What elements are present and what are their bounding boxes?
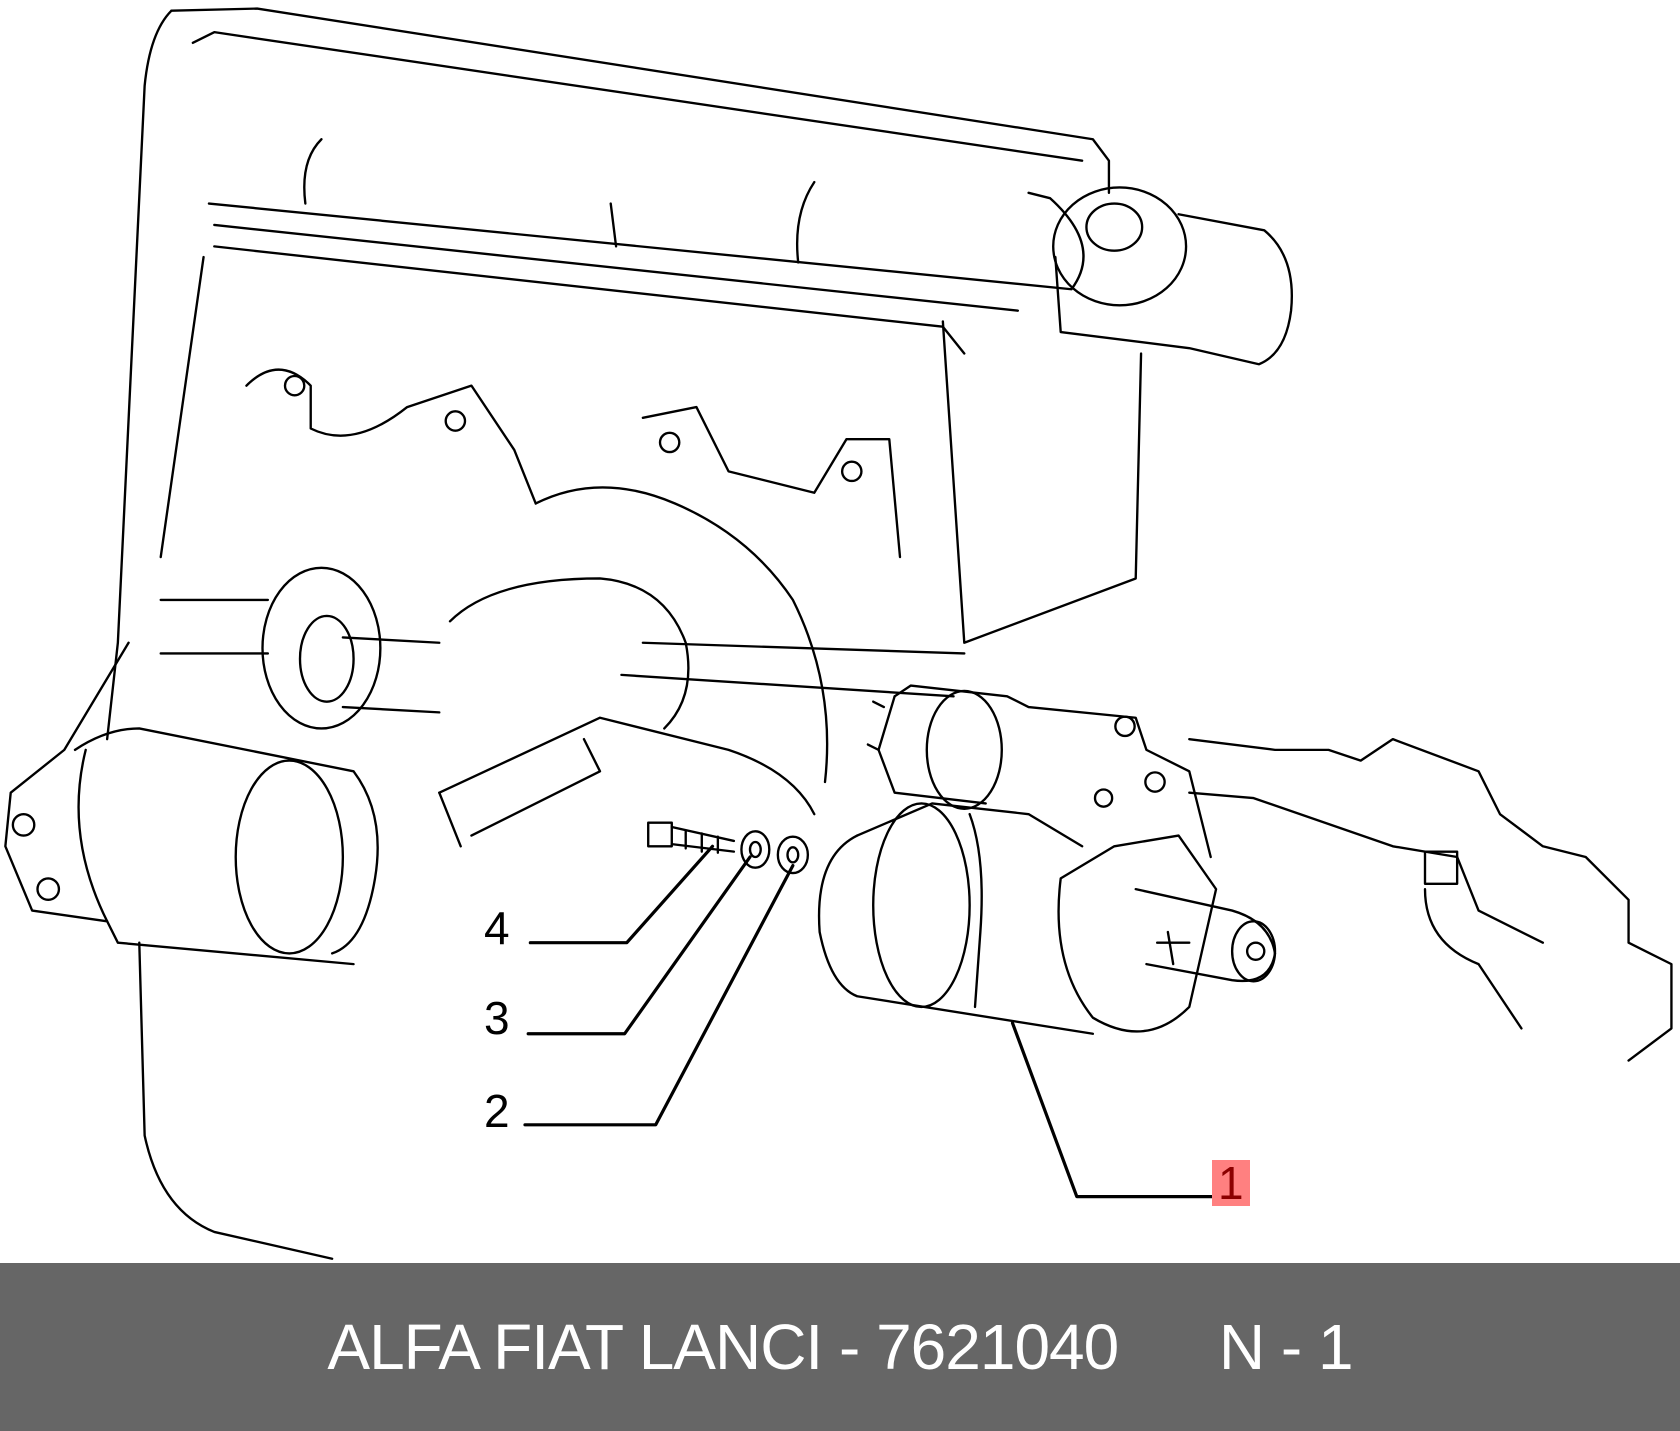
engine-block-drawing	[4, 7, 1673, 1260]
engine-starter-diagram	[4, 7, 1673, 1260]
bolt-drawing	[647, 821, 736, 854]
callout-1-highlighted: 1	[1212, 1160, 1250, 1206]
part-caption-bar: ALFA FIAT LANCI - 7621040 N - 1	[0, 1263, 1680, 1431]
callout-3: 3	[484, 992, 510, 1044]
callout-4: 4	[484, 902, 510, 954]
washer-drawings	[740, 830, 810, 875]
spacer	[1118, 1310, 1219, 1384]
position-caption: N - 1	[1218, 1311, 1354, 1383]
leader-lines	[523, 844, 1218, 1199]
starter-motor-drawing	[817, 684, 1277, 1035]
callout-2: 2	[484, 1085, 510, 1137]
part-number-caption: ALFA FIAT LANCI - 7621040	[327, 1311, 1119, 1383]
